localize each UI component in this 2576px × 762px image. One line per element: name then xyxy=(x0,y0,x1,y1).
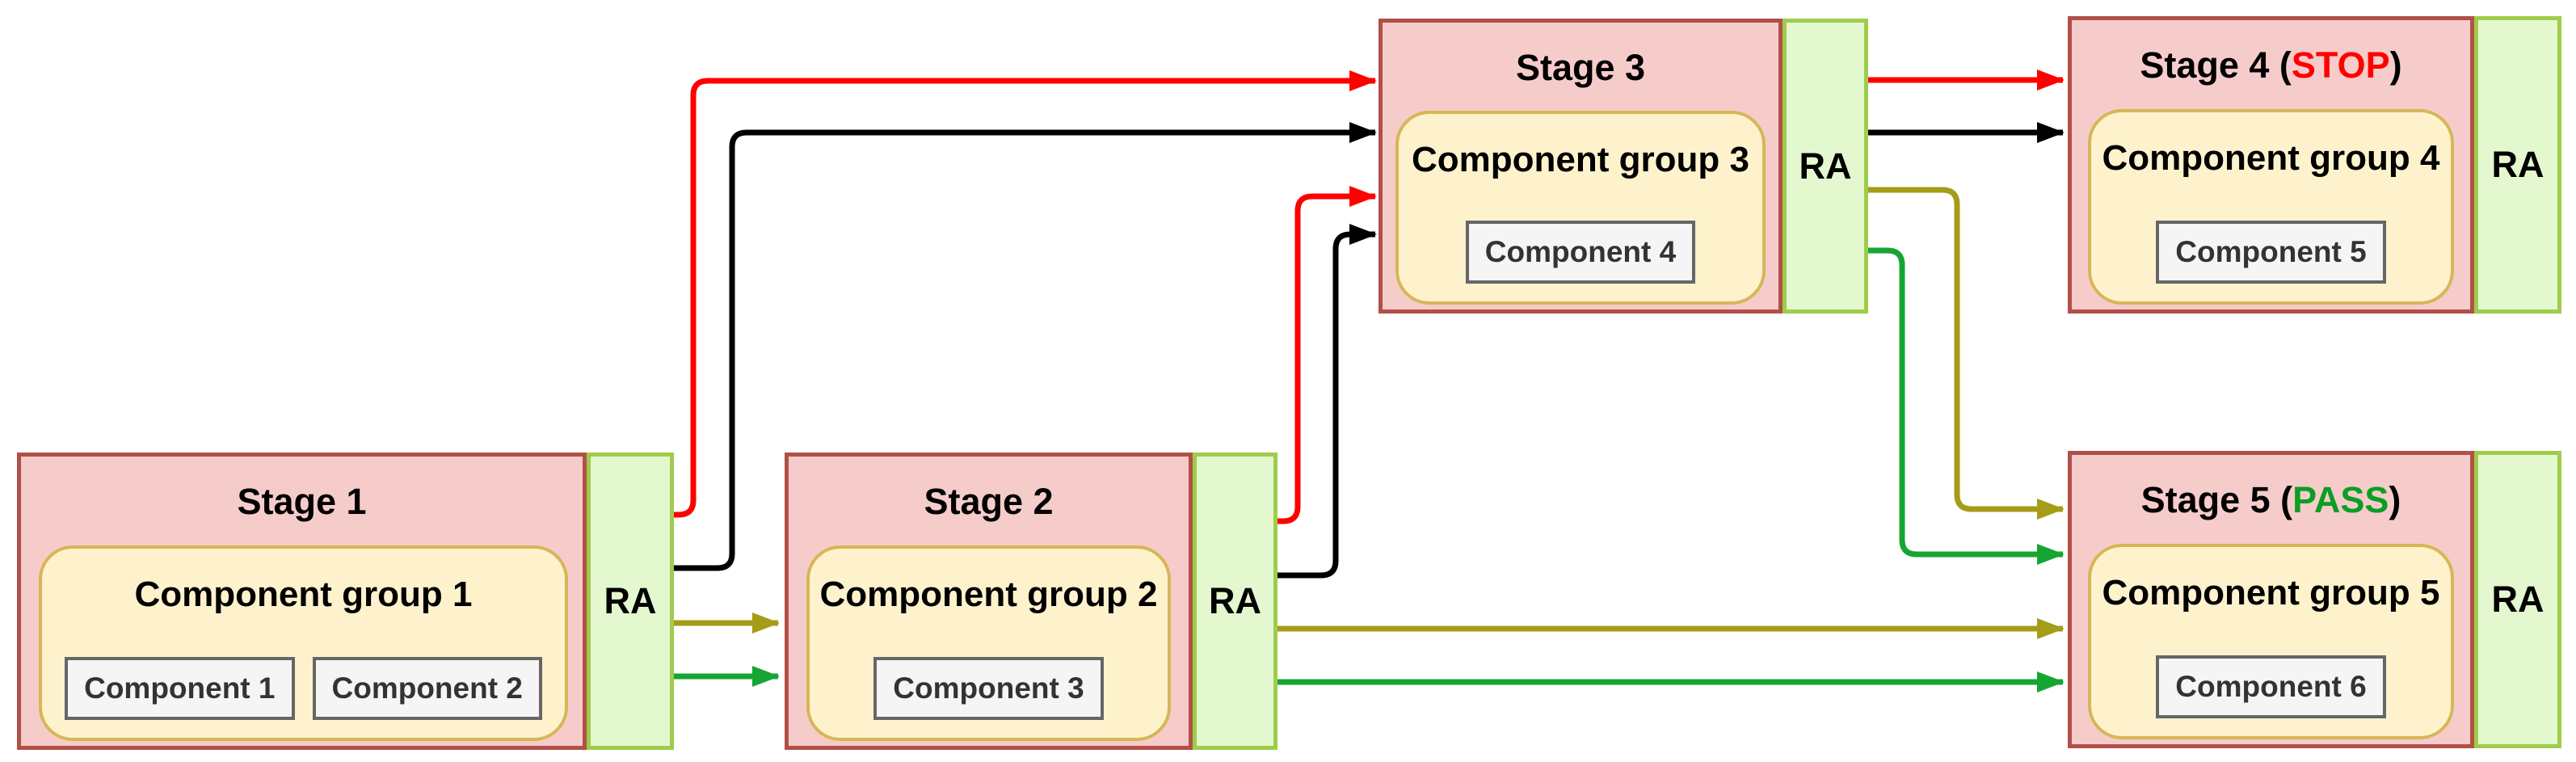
component-group-4-label: Component group 4 xyxy=(2102,138,2440,178)
component-group-3-label: Component group 3 xyxy=(1412,140,1749,179)
component-1: Component 1 xyxy=(65,657,295,720)
stage-2-box: Stage 2 Component group 2 Component 3 xyxy=(785,453,1193,750)
stage-5-box: Stage 5 (PASS) Component group 5 Compone… xyxy=(2068,451,2474,748)
stage-title-close: ) xyxy=(2389,44,2402,86)
component-3: Component 3 xyxy=(873,657,1104,720)
stage-1-title: Stage 1 xyxy=(21,481,583,523)
component-group-1: Component group 1 Component 1 Component … xyxy=(39,545,568,741)
stage-title-text: Stage 2 xyxy=(924,481,1054,522)
stage-title-text: Stage 4 ( xyxy=(2140,44,2292,86)
component-5: Component 5 xyxy=(2156,221,2386,284)
edge-stage2ra-stage3-black xyxy=(1275,224,1377,579)
component-row: Component 3 xyxy=(810,657,1168,720)
component-6: Component 6 xyxy=(2156,655,2386,718)
stage-4-ra-label: RA xyxy=(2491,144,2544,185)
edge-stage3ra-stage5-olive xyxy=(1865,187,2065,520)
component-group-3: Component group 3 Component 4 xyxy=(1395,111,1766,305)
component-group-4: Component group 4 Component 5 xyxy=(2088,109,2454,305)
component-group-2: Component group 2 Component 3 xyxy=(806,545,1171,741)
stage-status-stop: STOP xyxy=(2291,44,2390,86)
component-group-5: Component group 5 Component 6 xyxy=(2088,544,2454,739)
component-row: Component 1 Component 2 xyxy=(42,657,565,720)
stage-5-title: Stage 5 (PASS) xyxy=(2072,479,2470,521)
component-row: Component 5 xyxy=(2091,221,2451,284)
component-group-5-label: Component group 5 xyxy=(2102,573,2440,613)
stage-1-box: Stage 1 Component group 1 Component 1 Co… xyxy=(17,453,587,750)
stage-3-ra-label: RA xyxy=(1799,145,1852,187)
stage-2-ra-box: RA xyxy=(1193,453,1277,750)
stage-1-ra-label: RA xyxy=(604,580,657,621)
component-2: Component 2 xyxy=(312,657,542,720)
component-group-2-label: Component group 2 xyxy=(819,575,1158,614)
component-4: Component 4 xyxy=(1465,221,1696,284)
stage-3-box: Stage 3 Component group 3 Component 4 xyxy=(1378,19,1783,314)
component-group-1-label: Component group 1 xyxy=(134,575,473,614)
stage-5-ra-label: RA xyxy=(2491,579,2544,620)
edge-stage2ra-stage3-red xyxy=(1275,186,1377,524)
component-row: Component 6 xyxy=(2091,655,2451,718)
edge-stage3ra-stage5-green xyxy=(1865,247,2065,565)
stage-status-pass: PASS xyxy=(2292,479,2389,520)
stage-4-title: Stage 4 (STOP) xyxy=(2072,44,2470,86)
stage-4-box: Stage 4 (STOP) Component group 4 Compone… xyxy=(2068,16,2474,314)
stage-4-ra-box: RA xyxy=(2474,16,2561,314)
stage-title-text: Stage 3 xyxy=(1515,47,1646,88)
stage-2-title: Stage 2 xyxy=(789,481,1189,523)
stage-5-ra-box: RA xyxy=(2474,451,2561,748)
stage-title-text: Stage 5 ( xyxy=(2140,479,2293,520)
component-row: Component 4 xyxy=(1399,221,1762,284)
stage-title-text: Stage 1 xyxy=(237,481,367,522)
stage-3-title: Stage 3 xyxy=(1383,47,1778,89)
stage-title-close: ) xyxy=(2389,479,2401,520)
stage-3-ra-box: RA xyxy=(1783,19,1868,314)
stage-2-ra-label: RA xyxy=(1209,580,1261,621)
edge-stage1ra-stage3-red xyxy=(671,70,1377,518)
stage-1-ra-box: RA xyxy=(587,453,674,750)
